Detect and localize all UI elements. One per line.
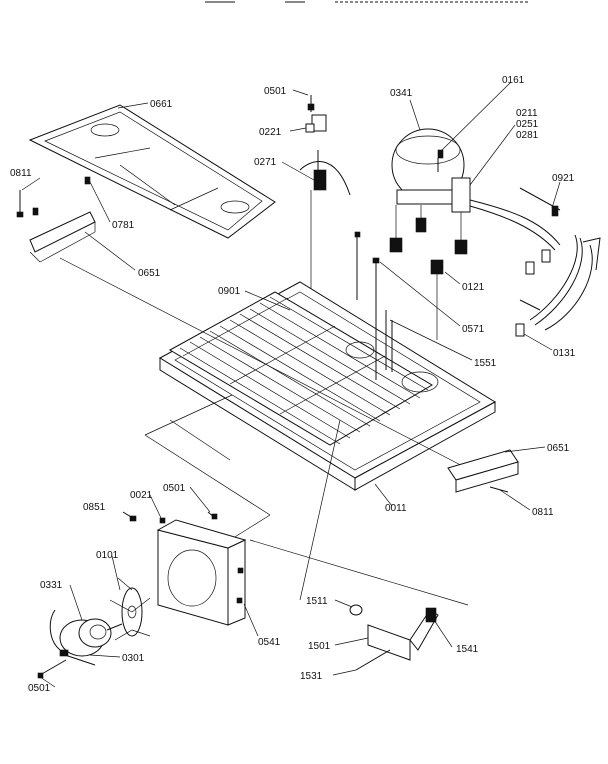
callout-0121: 0121 [462,282,485,293]
fan-blade [109,577,151,641]
callout-1531: 1531 [300,671,323,682]
cover-panel [28,104,276,239]
callout-0501: 0501 [264,86,287,97]
callout-0251: 0251 [516,119,539,130]
condenser-coil [168,291,433,446]
callout-0501: 0501 [28,683,51,694]
screw-0851 [122,511,137,522]
tray-cutouts [345,341,439,393]
callout-0651: 0651 [138,268,161,279]
callout-1551: 1551 [474,358,497,369]
callout-0101: 0101 [96,550,119,561]
callout-0661: 0661 [150,99,173,110]
right-bracket [447,449,519,493]
compressor-grommets [389,205,468,340]
leader-lines [21,82,561,688]
callout-0021: 0021 [130,490,153,501]
callout-0851: 0851 [83,502,106,513]
callout-0901: 0901 [218,286,241,297]
callout-0341: 0341 [390,88,413,99]
callout-0131: 0131 [553,348,576,359]
callout-0271: 0271 [254,157,277,168]
screw-0811-left [16,190,24,218]
callout-0281: 0281 [516,130,539,141]
callout-0301: 0301 [122,653,145,664]
drain-bracket [349,604,439,671]
callout-1501: 1501 [308,641,331,652]
tray-screws [354,231,393,380]
callout-0541: 0541 [258,637,281,648]
callout-0161: 0161 [502,75,525,86]
wiring-harness [469,187,601,337]
callout-0221: 0221 [259,127,282,138]
callout-labels: 0661 0811 0781 0651 0501 0221 0271 0341 … [10,75,576,694]
callout-0811: 0811 [10,168,32,179]
callout-0211: 0211 [516,108,538,119]
callout-1541: 1541 [456,644,479,655]
callout-0781: 0781 [112,220,135,231]
compressor [391,128,471,213]
callout-0331: 0331 [40,580,63,591]
callout-0921: 0921 [552,173,575,184]
callout-0811: 0811 [532,507,554,518]
callout-0571: 0571 [462,324,485,335]
callout-0011: 0011 [385,503,407,514]
callout-0651: 0651 [547,443,570,454]
clip-0781 [32,176,91,216]
assembly-guide-lines [59,257,481,606]
callout-0501: 0501 [163,483,186,494]
callout-1511: 1511 [306,596,328,607]
fan-motor [37,609,123,679]
left-bracket [29,211,96,263]
fan-shroud [156,511,247,626]
